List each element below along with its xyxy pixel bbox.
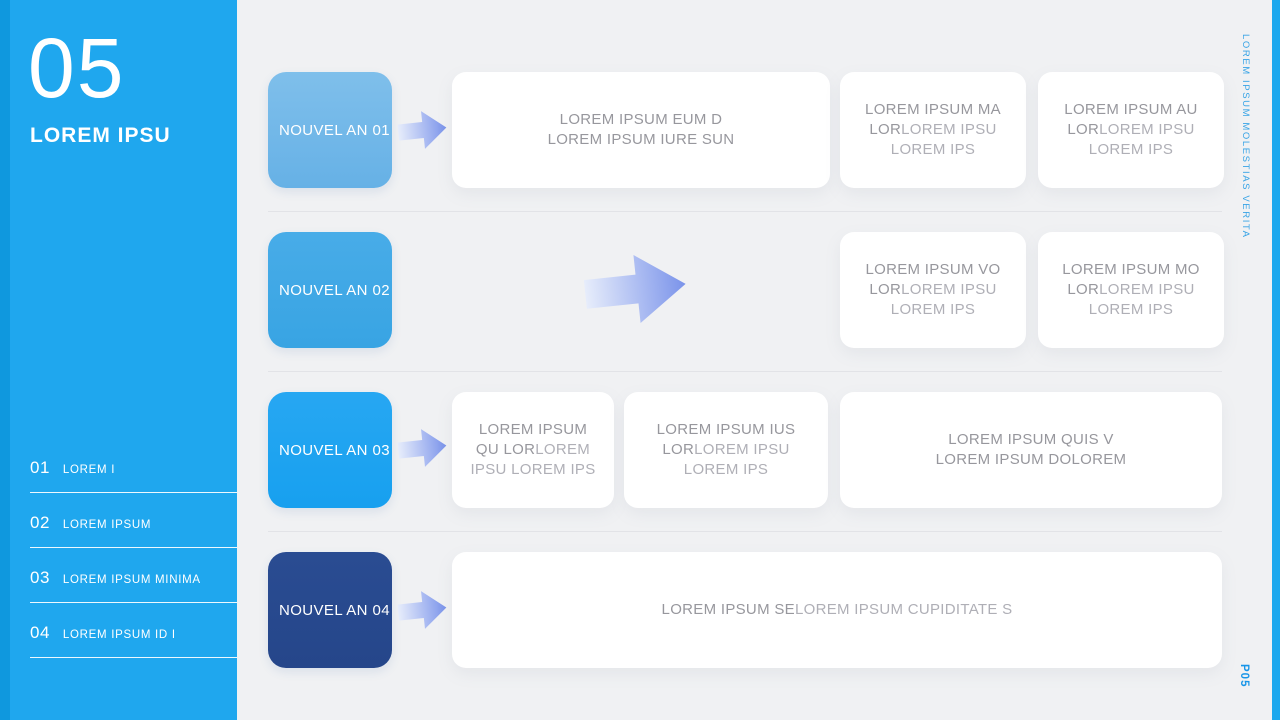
toc-item-04[interactable]: 04 LOREM IPSUM ID I xyxy=(30,623,237,658)
card-row3-col3[interactable]: LOREM IPSUM QUIS V LOREM IPSUM DOLOREM xyxy=(840,392,1222,508)
step-badge-04[interactable]: NOUVEL AN 04 xyxy=(268,552,392,668)
card-row1-col1[interactable]: LOREM IPSUM EUM D LOREM IPSUM IURE SUN xyxy=(452,72,830,188)
toc-label: LOREM IPSUM xyxy=(62,519,152,531)
card-title: LOREM IPSUM MA LOR xyxy=(865,101,1001,138)
card-body: LOREM IPSU LOREM IPS xyxy=(890,121,997,158)
divider-line xyxy=(268,371,1222,372)
page-number-label: P05 xyxy=(1238,664,1250,688)
toc-item-03[interactable]: 03 LOREM IPSUM MINIMA xyxy=(30,568,237,603)
toc-item-02[interactable]: 02 LOREM IPSUM xyxy=(30,513,237,548)
divider-line xyxy=(268,211,1222,212)
card-body: LOREM IPSU LOREM IPS xyxy=(1088,281,1195,318)
card-title: LOREM IPSUM IUS LOR xyxy=(656,421,796,458)
card-body: LOREM IPSUM DOLOREM xyxy=(935,451,1127,468)
card-body: LOREM IPSU LOREM IPS xyxy=(1088,121,1195,158)
card-body: LOREM IPSUM IURE SUN xyxy=(547,131,735,148)
card-body: LOREM IPSU LOREM IPS xyxy=(470,441,596,478)
toc-number: 01 xyxy=(30,458,50,477)
toc-number: 04 xyxy=(30,623,50,642)
sidebar: 05 LOREM IPSU 01 LOREM I 02 LOREM IPSUM … xyxy=(0,0,237,720)
right-accent-strip xyxy=(1272,0,1280,720)
toc-number: 02 xyxy=(30,513,50,532)
step-badge-03[interactable]: NOUVEL AN 03 xyxy=(268,392,392,508)
card-title: LOREM IPSUM EUM D xyxy=(559,111,723,128)
card-title: LOREM IPSUM AU LOR xyxy=(1064,101,1198,138)
card-row4-col1[interactable]: LOREM IPSUM SELOREM IPSUM CUPIDITATE S xyxy=(452,552,1222,668)
card-body: LOREM IPSU LOREM IPS xyxy=(683,441,790,478)
card-row3-col2[interactable]: LOREM IPSUM IUS LORLOREM IPSU LOREM IPS xyxy=(624,392,828,508)
card-row3-col1[interactable]: LOREM IPSUM QU LORLOREM IPSU LOREM IPS xyxy=(452,392,614,508)
step-badge-01[interactable]: NOUVEL AN 01 xyxy=(268,72,392,188)
card-title: LOREM IPSUM MO LOR xyxy=(1062,261,1200,298)
toc-number: 03 xyxy=(30,568,50,587)
card-body: LOREM IPSU LOREM IPS xyxy=(890,281,997,318)
card-title: LOREM IPSUM SE xyxy=(661,601,795,618)
flow-arrow-icon xyxy=(397,591,447,629)
flow-arrow-icon xyxy=(397,429,447,467)
card-title: LOREM IPSUM QUIS V xyxy=(948,431,1114,448)
toc-label: LOREM I xyxy=(62,464,116,476)
section-number: 05 xyxy=(28,21,126,115)
card-row2-col2[interactable]: LOREM IPSUM MO LORLOREM IPSU LOREM IPS xyxy=(1038,232,1224,348)
divider-line xyxy=(268,531,1222,532)
toc-label: LOREM IPSUM ID I xyxy=(62,629,176,641)
flow-arrow-icon xyxy=(397,111,447,149)
section-title: LOREM IPSU xyxy=(30,124,171,147)
toc-item-01[interactable]: 01 LOREM I xyxy=(30,458,237,493)
flow-arrow-icon xyxy=(583,254,686,324)
sidebar-accent-strip xyxy=(0,0,10,720)
card-title: LOREM IPSUM VO LOR xyxy=(865,261,1001,298)
side-vertical-label: LOREM IPSUM MOLESTIAS VERITA xyxy=(1240,34,1251,239)
step-badge-02[interactable]: NOUVEL AN 02 xyxy=(268,232,392,348)
card-row2-col1[interactable]: LOREM IPSUM VO LORLOREM IPSU LOREM IPS xyxy=(840,232,1026,348)
card-row1-col2[interactable]: LOREM IPSUM MA LORLOREM IPSU LOREM IPS xyxy=(840,72,1026,188)
card-title: LOREM IPSUM QU LOR xyxy=(475,421,588,458)
toc-label: LOREM IPSUM MINIMA xyxy=(62,574,201,586)
card-body: LOREM IPSUM CUPIDITATE S xyxy=(794,601,1013,618)
card-row1-col3[interactable]: LOREM IPSUM AU LORLOREM IPSU LOREM IPS xyxy=(1038,72,1224,188)
